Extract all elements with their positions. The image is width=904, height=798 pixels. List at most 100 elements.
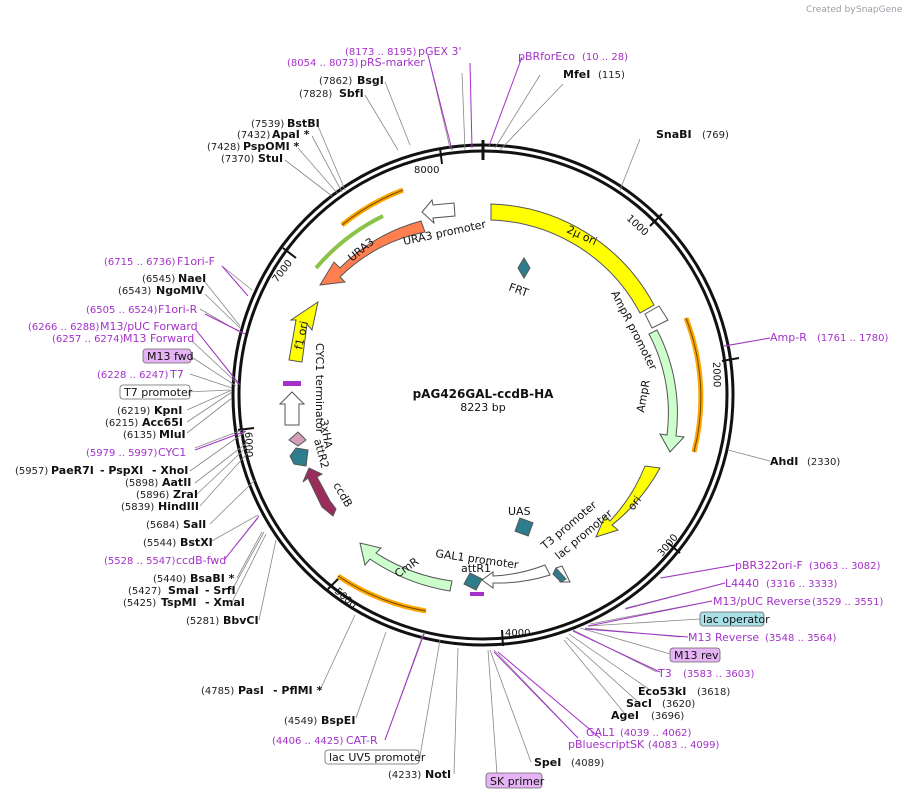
- feature-ura3[interactable]: [319, 220, 426, 286]
- label-ccdbfwd-coord: (5528 .. 5547): [104, 556, 176, 567]
- label-mfei-name[interactable]: MfeI: [563, 68, 590, 81]
- label-kpni-name[interactable]: KpnI: [154, 404, 182, 417]
- label-bstxi-coord: (5544): [143, 538, 176, 549]
- label-acc65i-name[interactable]: Acc65I: [142, 416, 183, 429]
- label-srfi-name[interactable]: - SrfI: [205, 584, 236, 597]
- primer-mark-attr1: [470, 592, 484, 596]
- label-xhoi-name[interactable]: - XhoI: [152, 464, 188, 477]
- feature-ampr[interactable]: [648, 329, 686, 453]
- tick-label-6000: 6000: [242, 432, 254, 458]
- label-pspomi-name[interactable]: PspOMI *: [243, 140, 300, 153]
- feature-uas[interactable]: [514, 517, 534, 537]
- label-f1orir-coord: (6505 .. 6524): [86, 305, 158, 316]
- label-eco53ki-name[interactable]: Eco53kI: [638, 685, 686, 698]
- feature-frt[interactable]: [517, 257, 531, 279]
- label-pblue-coord: (4083 .. 4099): [648, 740, 720, 751]
- snapgene-logo: SnapGene: [856, 5, 903, 15]
- label-m13reverse-name[interactable]: M13 Reverse: [688, 631, 759, 644]
- label-lac-uv5: lac UV5 promoter: [329, 751, 426, 764]
- label-bstbi-name[interactable]: BstBI: [287, 117, 320, 130]
- feature-3xha[interactable]: [288, 431, 307, 447]
- label-smai-name[interactable]: SmaI: [168, 584, 199, 597]
- label-pasi-name[interactable]: PasI: [238, 684, 264, 697]
- label-catr-name[interactable]: CAT-R: [346, 734, 378, 747]
- label-naei-name[interactable]: NaeI: [178, 272, 206, 285]
- feature-cyc1-terminator[interactable]: [278, 391, 306, 426]
- feature-f1-ori[interactable]: [288, 300, 319, 363]
- label-prs-name[interactable]: pRS-marker: [360, 56, 425, 69]
- label-ahdi-name[interactable]: AhdI: [770, 455, 798, 468]
- label-bstxi-name[interactable]: BstXI: [180, 536, 213, 549]
- label-m13pucrev-coord: (3529 .. 3551): [812, 597, 884, 608]
- label-pblue-name[interactable]: pBluescriptSK: [568, 738, 645, 751]
- label-catr-coord: (4406 .. 4425): [272, 736, 344, 747]
- label-xmai-name[interactable]: - XmaI: [205, 596, 245, 609]
- label-t7-promoter: T7 promoter: [123, 386, 193, 399]
- label-f1orir-name[interactable]: F1ori-R: [158, 303, 198, 316]
- label-ccdbfwd-name[interactable]: ccdB-fwd: [176, 554, 226, 567]
- label-spei-coord: (4089): [571, 758, 604, 769]
- label-f1orif-name[interactable]: F1ori-F: [177, 255, 215, 268]
- label-agei-name[interactable]: AgeI: [611, 709, 639, 722]
- label-m13puc-name[interactable]: M13/pUC Forward: [100, 320, 198, 333]
- label-bbvci-name[interactable]: BbvCI: [223, 614, 259, 627]
- label-ngomiv-name[interactable]: NgoMIV: [156, 284, 205, 297]
- label-t3-name[interactable]: T3: [657, 667, 672, 680]
- label-stui-name[interactable]: StuI: [258, 152, 283, 165]
- label-mfei-coord: (115): [598, 70, 625, 81]
- badge-m13rev[interactable]: [669, 647, 721, 663]
- label-tspmi-name[interactable]: TspMI: [161, 596, 197, 609]
- label-spei-name[interactable]: SpeI: [534, 756, 561, 769]
- label-pbrfor-name[interactable]: pBRforEco: [518, 50, 575, 63]
- label-m13fwdp-name[interactable]: M13 Forward: [123, 332, 194, 345]
- label-pgex-name[interactable]: pGEX 3': [418, 45, 462, 58]
- primer-arc-ura3-line: [341, 189, 404, 226]
- feature-attr2[interactable]: [289, 447, 309, 467]
- label-snabi-name[interactable]: SnaBI: [656, 128, 692, 141]
- label-sbfi-name[interactable]: SbfI: [339, 87, 364, 100]
- feature-ampr-promoter[interactable]: [644, 305, 669, 329]
- badge-lac-uv5[interactable]: [324, 749, 420, 765]
- label-aatii-name[interactable]: AatII: [162, 476, 191, 489]
- label-bspei-coord: (4549): [284, 716, 317, 727]
- label-m13pucrev-name[interactable]: M13/pUC Reverse: [713, 595, 811, 608]
- badge-t7-promoter[interactable]: [119, 384, 191, 400]
- label-cyc1-name[interactable]: CYC1: [158, 446, 186, 459]
- tick-6000: [237, 427, 255, 431]
- feature-2u-ori[interactable]: [490, 203, 655, 314]
- label-saci-name[interactable]: SacI: [626, 697, 652, 710]
- badge-m13fwd[interactable]: [142, 348, 192, 364]
- label-pspxi-name[interactable]: - PspXI: [100, 464, 143, 477]
- tick-4000: [501, 629, 504, 647]
- label-l4440-name[interactable]: L4440: [725, 577, 759, 590]
- label-l4440-coord: (3316 .. 3333): [766, 579, 838, 590]
- label-ampr-coord: (1761 .. 1780): [817, 333, 889, 344]
- label-bspei-name[interactable]: BspEI: [321, 714, 355, 727]
- label-ahdi-coord: (2330): [807, 457, 840, 468]
- label-bsabi-name[interactable]: BsaBI *: [190, 572, 235, 585]
- feature-ura3-promoter[interactable]: [421, 198, 456, 225]
- badge-lac-operator[interactable]: [699, 611, 765, 627]
- feature-ori[interactable]: [595, 465, 661, 538]
- label-gal1-name[interactable]: GAL1: [586, 726, 615, 739]
- label-zrai-name[interactable]: ZraI: [173, 488, 198, 501]
- feature-attr1[interactable]: [463, 572, 483, 591]
- label-paer7i-name[interactable]: PaeR7I: [51, 464, 94, 477]
- label-hindiii-name[interactable]: HindIII: [158, 500, 199, 513]
- label-t7-name[interactable]: T7: [169, 368, 184, 381]
- label-pspomi-coord: (7428): [207, 142, 240, 153]
- label-stui-coord: (7370): [221, 154, 254, 165]
- label-apai-name[interactable]: ApaI *: [272, 128, 310, 141]
- label-noti-name[interactable]: NotI: [425, 768, 451, 781]
- label-bsgi-name[interactable]: BsgI: [357, 74, 384, 87]
- label-mlui-name[interactable]: MluI: [159, 428, 186, 441]
- feature-ccdb[interactable]: [302, 467, 337, 517]
- label-pbr322-name[interactable]: pBR322ori-F: [735, 559, 803, 572]
- created-by-label: Created by: [806, 5, 856, 15]
- label-sali-name[interactable]: SalI: [183, 518, 206, 531]
- label-pflmi-name[interactable]: - PflMI *: [273, 684, 322, 697]
- label-cyc1-coord: (5979 .. 5997): [86, 448, 158, 459]
- feature-cmr[interactable]: [359, 542, 453, 592]
- label-ampr-name[interactable]: Amp-R: [770, 331, 807, 344]
- badge-sk-primer[interactable]: [485, 772, 543, 789]
